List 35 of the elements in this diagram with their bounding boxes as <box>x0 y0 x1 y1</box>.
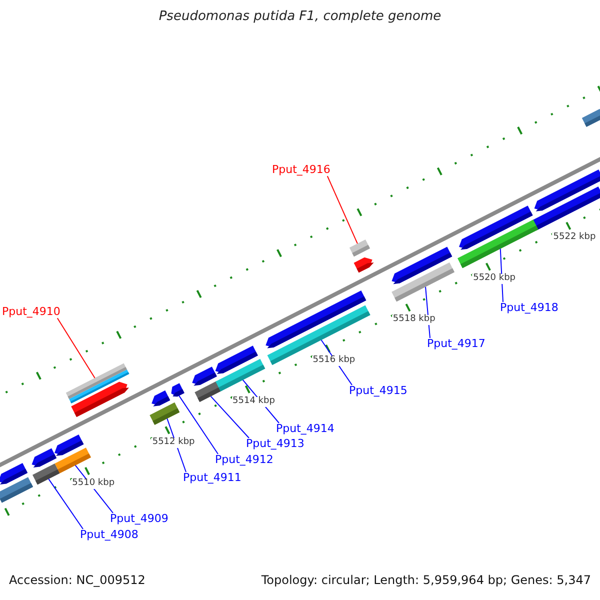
position-label: 5510 kbp <box>71 478 116 489</box>
leader-line <box>48 478 84 530</box>
gene-label: Pput_4911 <box>183 472 242 484</box>
gene-label: Pput_4908 <box>80 529 138 542</box>
gene-label: Pput_4909 <box>110 513 168 526</box>
position-label: 5520 kbp <box>472 274 517 284</box>
gene-label: Pput_4912 <box>215 454 274 466</box>
gene-block <box>171 383 184 397</box>
position-label: 5522 kbp <box>552 233 597 244</box>
gene-label: Pput_4910 <box>2 306 60 318</box>
position-label: 5514 kbp <box>232 396 276 407</box>
leader-line <box>326 176 358 244</box>
gene-label: Pput_4916 <box>272 164 330 176</box>
gene-label: Pput_4917 <box>427 338 486 350</box>
gene-label: Pput_4914 <box>276 423 334 436</box>
position-label: 5512 kbp <box>151 438 196 448</box>
gene-block <box>54 448 91 474</box>
leader-line <box>178 395 218 454</box>
leader-line <box>56 318 96 378</box>
gene-block <box>150 402 180 425</box>
gene-block <box>349 240 370 257</box>
title: Pseudomonas putida F1, complete genome <box>158 10 442 24</box>
gene-block <box>392 262 454 302</box>
genome-info-text: Topology: circular; Length: 5,959,964 bp; Genes: 5,347 <box>261 574 591 588</box>
gene-label: Pput_4918 <box>500 302 558 314</box>
gene-label: Pput_4913 <box>246 438 304 450</box>
position-label: 5516 kbp <box>312 356 356 366</box>
accession-text: Accession: NC_009512 <box>9 574 146 588</box>
gene-block <box>458 220 538 268</box>
gene-block <box>32 463 60 485</box>
gene-block <box>66 363 127 399</box>
gene-label: Pput_4915 <box>349 385 408 398</box>
gene-block <box>216 358 266 392</box>
leader-line <box>210 396 250 438</box>
position-label: 5518 kbp <box>392 315 436 326</box>
